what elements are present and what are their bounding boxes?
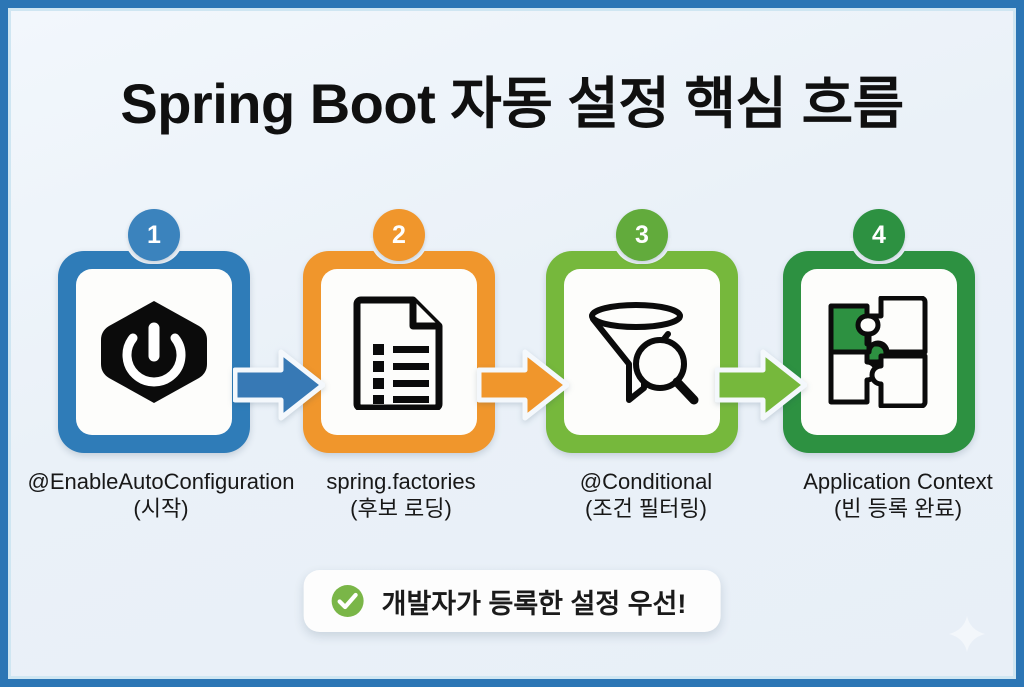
page-title: Spring Boot 자동 설정 핵심 흐름: [120, 72, 904, 135]
step-label-4-sub: (빈 등록 완료): [833, 495, 963, 521]
step-badge-4: 4: [853, 209, 905, 261]
step-label-2: spring.factories (후보 로딩): [301, 469, 501, 523]
funnel-search-icon: [589, 302, 699, 405]
step-label-4-main: Application Context: [803, 469, 993, 494]
step-label-3-sub: (조건 필터링): [585, 495, 707, 521]
step-label-3-main: @Conditional: [579, 469, 713, 494]
step-label-2-main: spring.factories: [326, 469, 476, 494]
document-list-icon: [353, 296, 443, 410]
spring-boot-leaf-power-icon: [101, 301, 207, 403]
step-label-4: Application Context (빈 등록 완료): [773, 469, 1013, 523]
step-inner-1: [76, 269, 232, 435]
puzzle-pieces-icon: [828, 296, 928, 408]
step-labels-row: @EnableAutoConfiguration (시작) spring.fac…: [11, 469, 1013, 539]
step-badge-label-3: 3: [635, 220, 649, 249]
step-box-1: [58, 251, 250, 453]
footer-note-text: 개발자가 등록한 설정 우선!: [381, 588, 687, 619]
step-label-2-sub: (후보 로딩): [350, 495, 452, 521]
step-card-1[interactable]: 1: [58, 209, 250, 453]
infographic-frame: Spring Boot 자동 설정 핵심 흐름 1: [8, 8, 1016, 679]
step-box-2: [303, 251, 495, 453]
step-badge-label-1: 1: [147, 220, 161, 249]
step-card-4[interactable]: 4: [783, 209, 975, 453]
step-box-3: [546, 251, 738, 453]
step-label-1-sub: (시작): [133, 495, 189, 521]
step-box-4: [783, 251, 975, 453]
step-badge-label-4: 4: [872, 220, 886, 249]
step-badge-3: 3: [616, 209, 668, 261]
sparkle-icon: [949, 616, 985, 652]
arrow-step3-to-step4: [715, 349, 807, 421]
step-inner-2: [321, 269, 477, 435]
step-label-1-main: @EnableAutoConfiguration: [27, 469, 295, 494]
arrow-step1-to-step2: [233, 349, 325, 421]
step-badge-2: 2: [373, 209, 425, 261]
step-label-1: @EnableAutoConfiguration (시작): [11, 469, 311, 523]
step-card-2[interactable]: 2: [303, 209, 495, 453]
arrow-step2-to-step3: [477, 349, 569, 421]
step-label-3: @Conditional (조건 필터링): [531, 469, 761, 523]
step-inner-3: [564, 269, 720, 435]
step-badge-1: 1: [128, 209, 180, 261]
steps-row: 1 2: [11, 197, 1013, 467]
step-badge-label-2: 2: [392, 220, 406, 249]
footer-note-banner: 개발자가 등록한 설정 우선!: [303, 570, 721, 632]
step-inner-4: [801, 269, 957, 435]
step-card-3[interactable]: 3: [546, 209, 738, 453]
check-circle-icon: [331, 585, 364, 617]
